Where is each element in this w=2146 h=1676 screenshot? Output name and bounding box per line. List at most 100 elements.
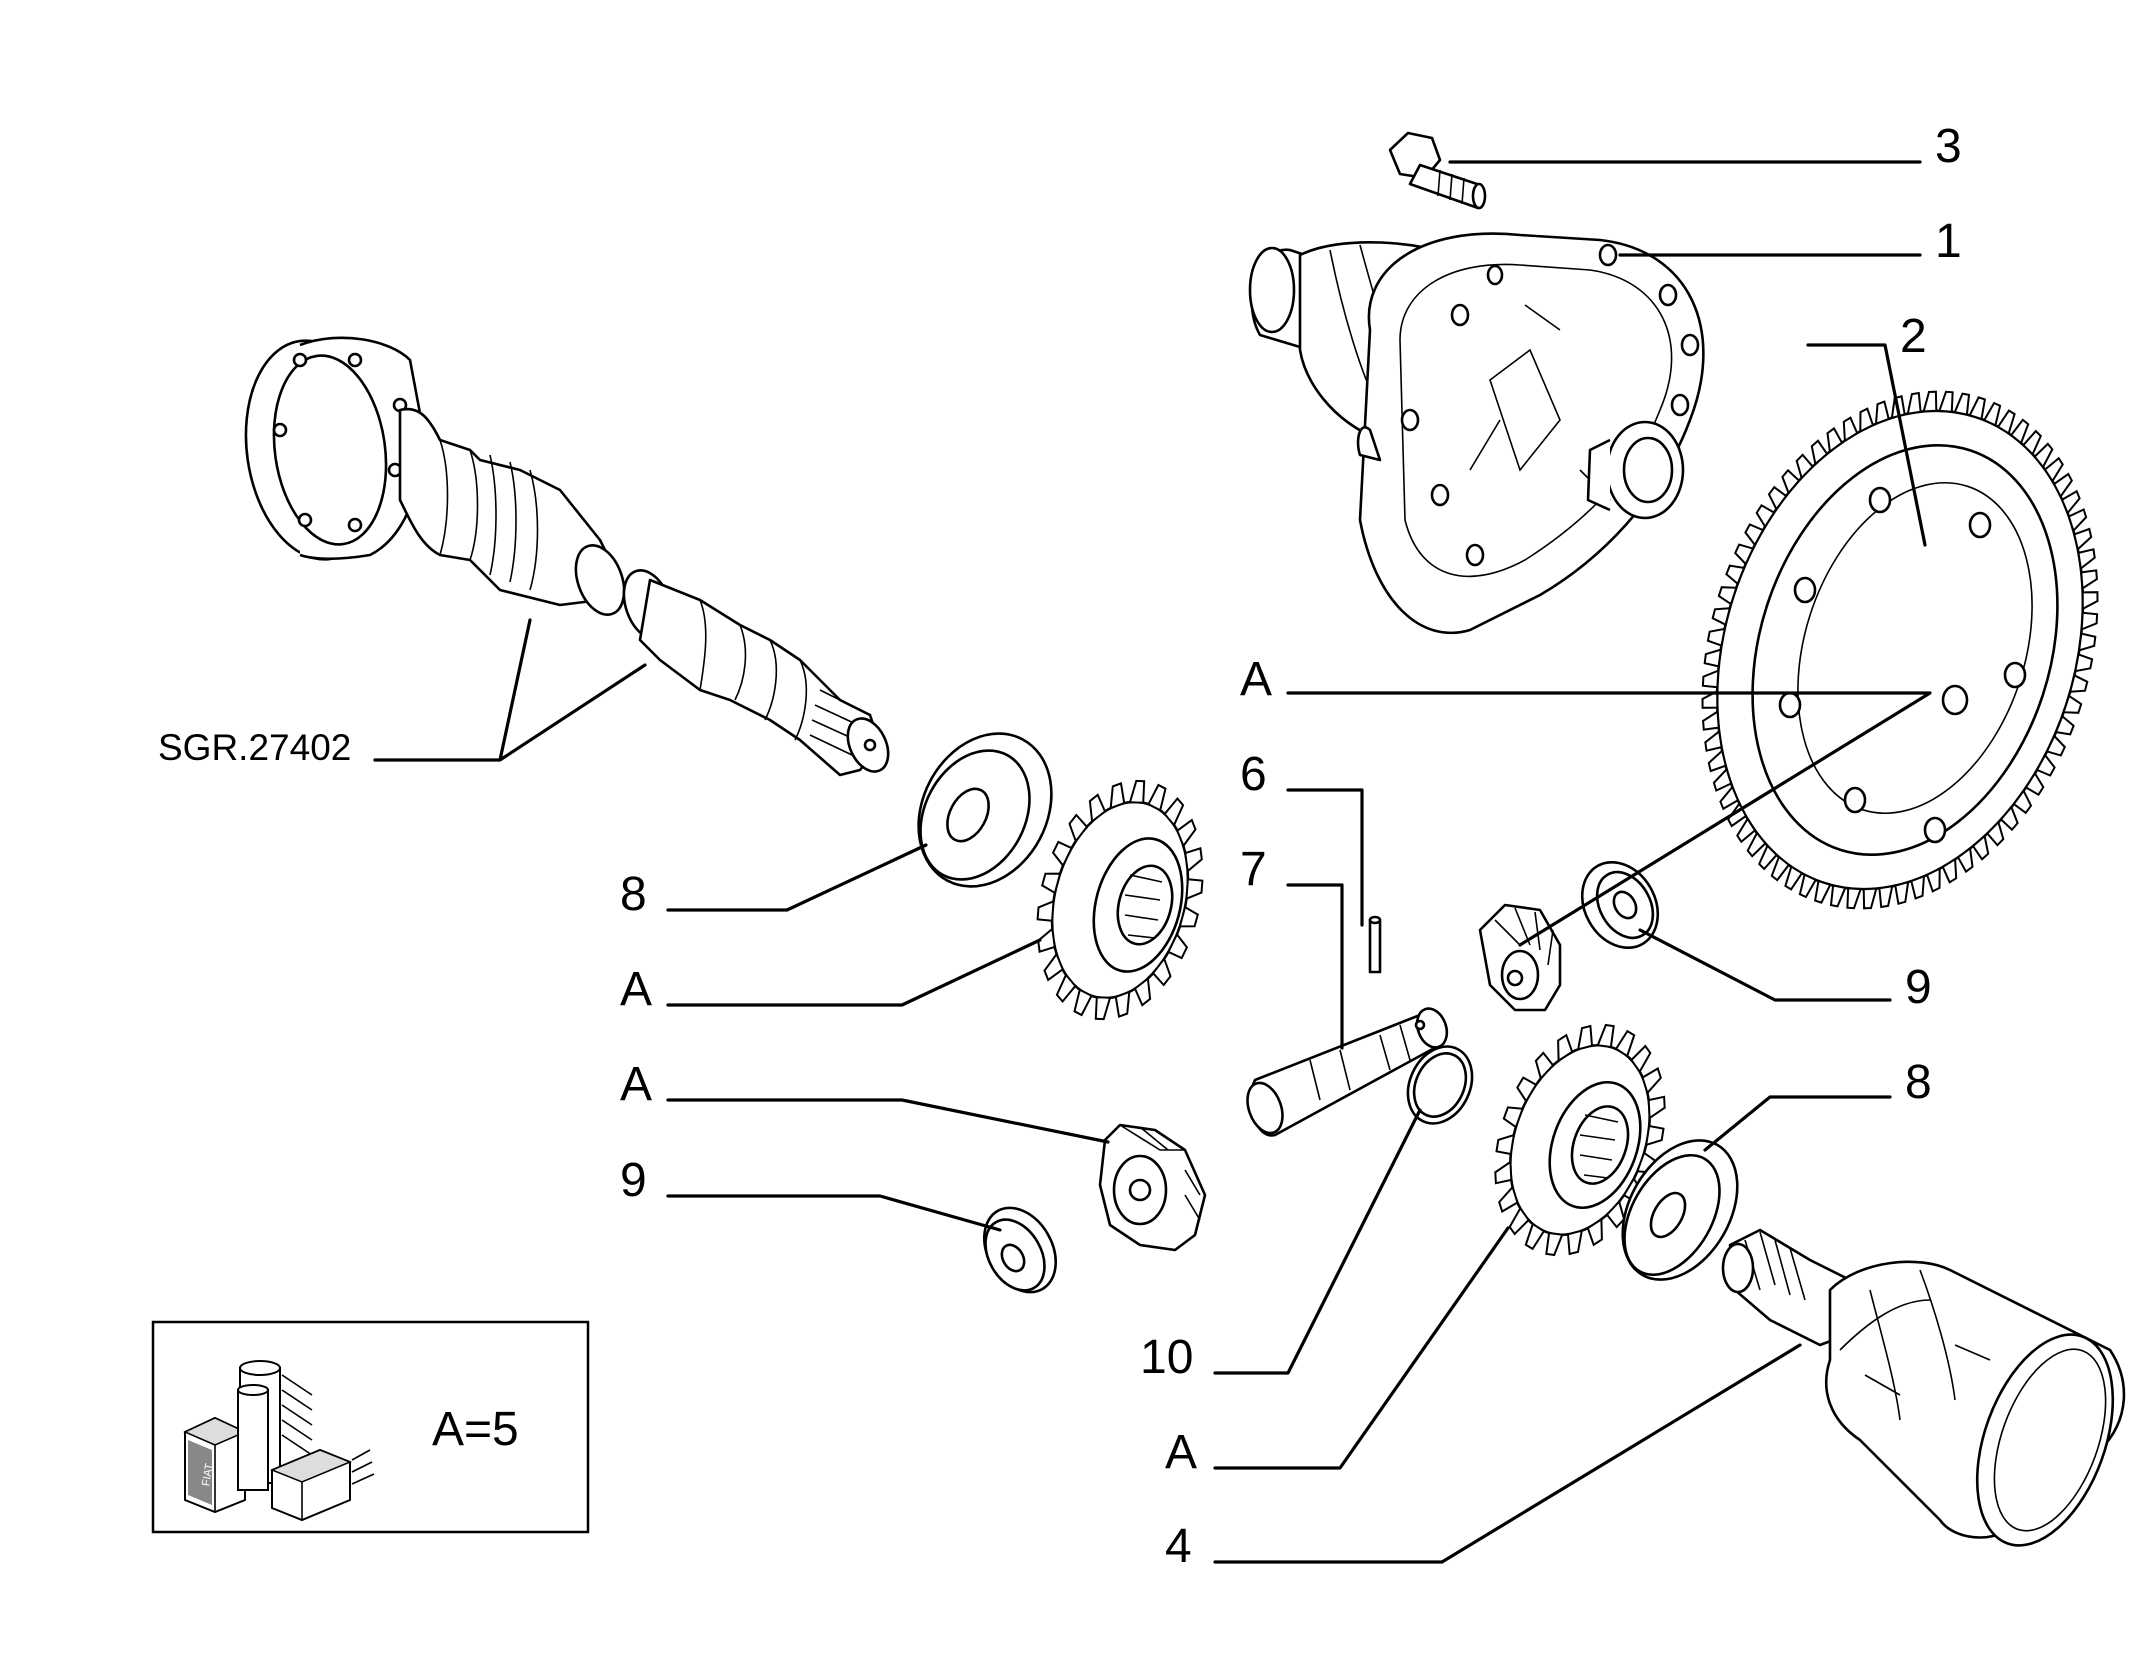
part-1-differential-case xyxy=(1248,232,1705,635)
gear-tooth xyxy=(1719,785,1740,811)
gear-tooth xyxy=(1982,401,2002,427)
gear-tooth xyxy=(2022,429,2042,456)
gear-tooth xyxy=(1701,689,1719,709)
gear-tooth xyxy=(2062,694,2083,714)
gear-tooth xyxy=(1151,956,1172,987)
gear-tooth xyxy=(1051,840,1073,868)
label-7: 7 xyxy=(1240,843,1267,896)
gear-tooth xyxy=(1798,873,1818,899)
label-4: 4 xyxy=(1165,1520,1192,1573)
gear-tooth xyxy=(2073,527,2093,552)
gear-tooth xyxy=(2080,569,2098,591)
part-10-snap-ring xyxy=(1406,1045,1474,1125)
gear-tooth xyxy=(1073,988,1093,1017)
gear-tooth xyxy=(2078,632,2097,652)
gear-tooth xyxy=(1534,1051,1555,1081)
gear-tooth xyxy=(1502,1106,1524,1129)
gear-tooth xyxy=(2045,734,2066,757)
label-sgr: SGR.27402 xyxy=(158,727,351,768)
gear-tooth xyxy=(1706,627,1726,647)
gear-tooth xyxy=(1630,1044,1652,1074)
gear-tooth xyxy=(1041,872,1062,895)
gear-tooth xyxy=(1953,392,1971,416)
label-a-top: A xyxy=(1240,653,1272,706)
gear-tooth xyxy=(1784,865,1804,891)
gear-tooth xyxy=(1605,1199,1626,1229)
gear-tooth xyxy=(1088,793,1107,824)
gear-tooth xyxy=(1938,390,1954,413)
gear-tooth xyxy=(1746,831,1767,858)
label-9-left: 9 xyxy=(620,1154,647,1207)
gear-tooth xyxy=(1922,390,1938,413)
gear-tooth xyxy=(1758,844,1778,871)
gear-tooth xyxy=(1036,899,1055,922)
part-sgr-shaft xyxy=(244,336,890,777)
gear-tooth xyxy=(2077,548,2096,571)
gear-tooth xyxy=(2012,788,2033,815)
gear-tooth xyxy=(1128,779,1146,804)
gear-tooth xyxy=(1147,783,1167,812)
gear-tooth xyxy=(1641,1066,1662,1095)
part-8-thrust-washer-upper xyxy=(917,732,1053,888)
gear-tooth xyxy=(1178,905,1199,928)
gear-tooth xyxy=(1985,820,2005,847)
part-6-pin xyxy=(1368,915,1382,974)
gear-tooth xyxy=(1068,813,1089,844)
gear-tooth xyxy=(1770,855,1791,882)
gear-tooth xyxy=(1829,884,1847,908)
gear-tooth xyxy=(1707,748,1727,773)
gear-tooth xyxy=(2024,771,2045,797)
gear-tooth xyxy=(2074,653,2094,673)
label-10: 10 xyxy=(1140,1331,1193,1384)
gear-tooth xyxy=(1906,391,1922,415)
gear-tooth xyxy=(1725,564,1746,586)
gear-tooth xyxy=(1498,1185,1519,1214)
gear-tooth xyxy=(1596,1023,1615,1049)
label-a-bottom: A xyxy=(1165,1426,1197,1479)
gear-tooth xyxy=(1167,932,1189,960)
gear-tooth xyxy=(1702,709,1720,731)
gear-tooth xyxy=(1701,669,1720,689)
gear-tooth xyxy=(1795,453,1815,480)
gear-tooth xyxy=(1846,887,1862,910)
label-3: 3 xyxy=(1935,120,1962,173)
gear-tooth xyxy=(1711,607,1732,627)
label-9-right: 9 xyxy=(1905,961,1932,1014)
label-2: 2 xyxy=(1900,310,1927,363)
gear-tooth xyxy=(2060,489,2081,515)
legend-box: FIAT A=5 xyxy=(151,1320,590,1534)
label-a-left-1: A xyxy=(620,963,652,1016)
gear-tooth xyxy=(1184,846,1203,874)
part-planet-gear-lower xyxy=(1098,1123,1207,1252)
gear-tooth xyxy=(1703,648,1722,668)
gear-tooth xyxy=(1043,952,1064,982)
gear-tooth xyxy=(1576,1024,1594,1051)
gear-tooth xyxy=(1704,729,1723,752)
gear-tooth xyxy=(1859,407,1875,434)
gear-tooth xyxy=(1114,990,1131,1018)
gear-tooth xyxy=(1545,1231,1564,1257)
gear-tooth xyxy=(1712,767,1733,792)
part-4-output-joint xyxy=(1721,1228,2126,1547)
gear-tooth xyxy=(2067,508,2088,533)
gear-tooth xyxy=(1109,782,1126,810)
gear-tooth xyxy=(1094,996,1112,1021)
gear-tooth xyxy=(2009,418,2030,445)
gear-tooth xyxy=(1810,439,1829,466)
fiat-oil-cans-icon: FIAT xyxy=(183,1360,375,1522)
gear-tooth xyxy=(1176,818,1197,848)
legend-quantity-text: A=5 xyxy=(432,1403,519,1456)
gear-tooth xyxy=(1999,805,2019,832)
gear-tooth xyxy=(1755,503,1776,529)
gear-tooth xyxy=(1767,485,1788,512)
gear-tooth xyxy=(1736,817,1757,844)
gear-tooth xyxy=(1813,879,1832,904)
gear-tooth xyxy=(1842,416,1859,443)
gear-tooth xyxy=(1055,973,1077,1004)
gear-tooth xyxy=(1717,586,1738,606)
part-7-pinion-shaft xyxy=(1246,1007,1449,1137)
gear-tooth xyxy=(1781,468,1801,495)
gear-tooth xyxy=(1163,796,1185,827)
label-a-left-2: A xyxy=(620,1058,652,1111)
